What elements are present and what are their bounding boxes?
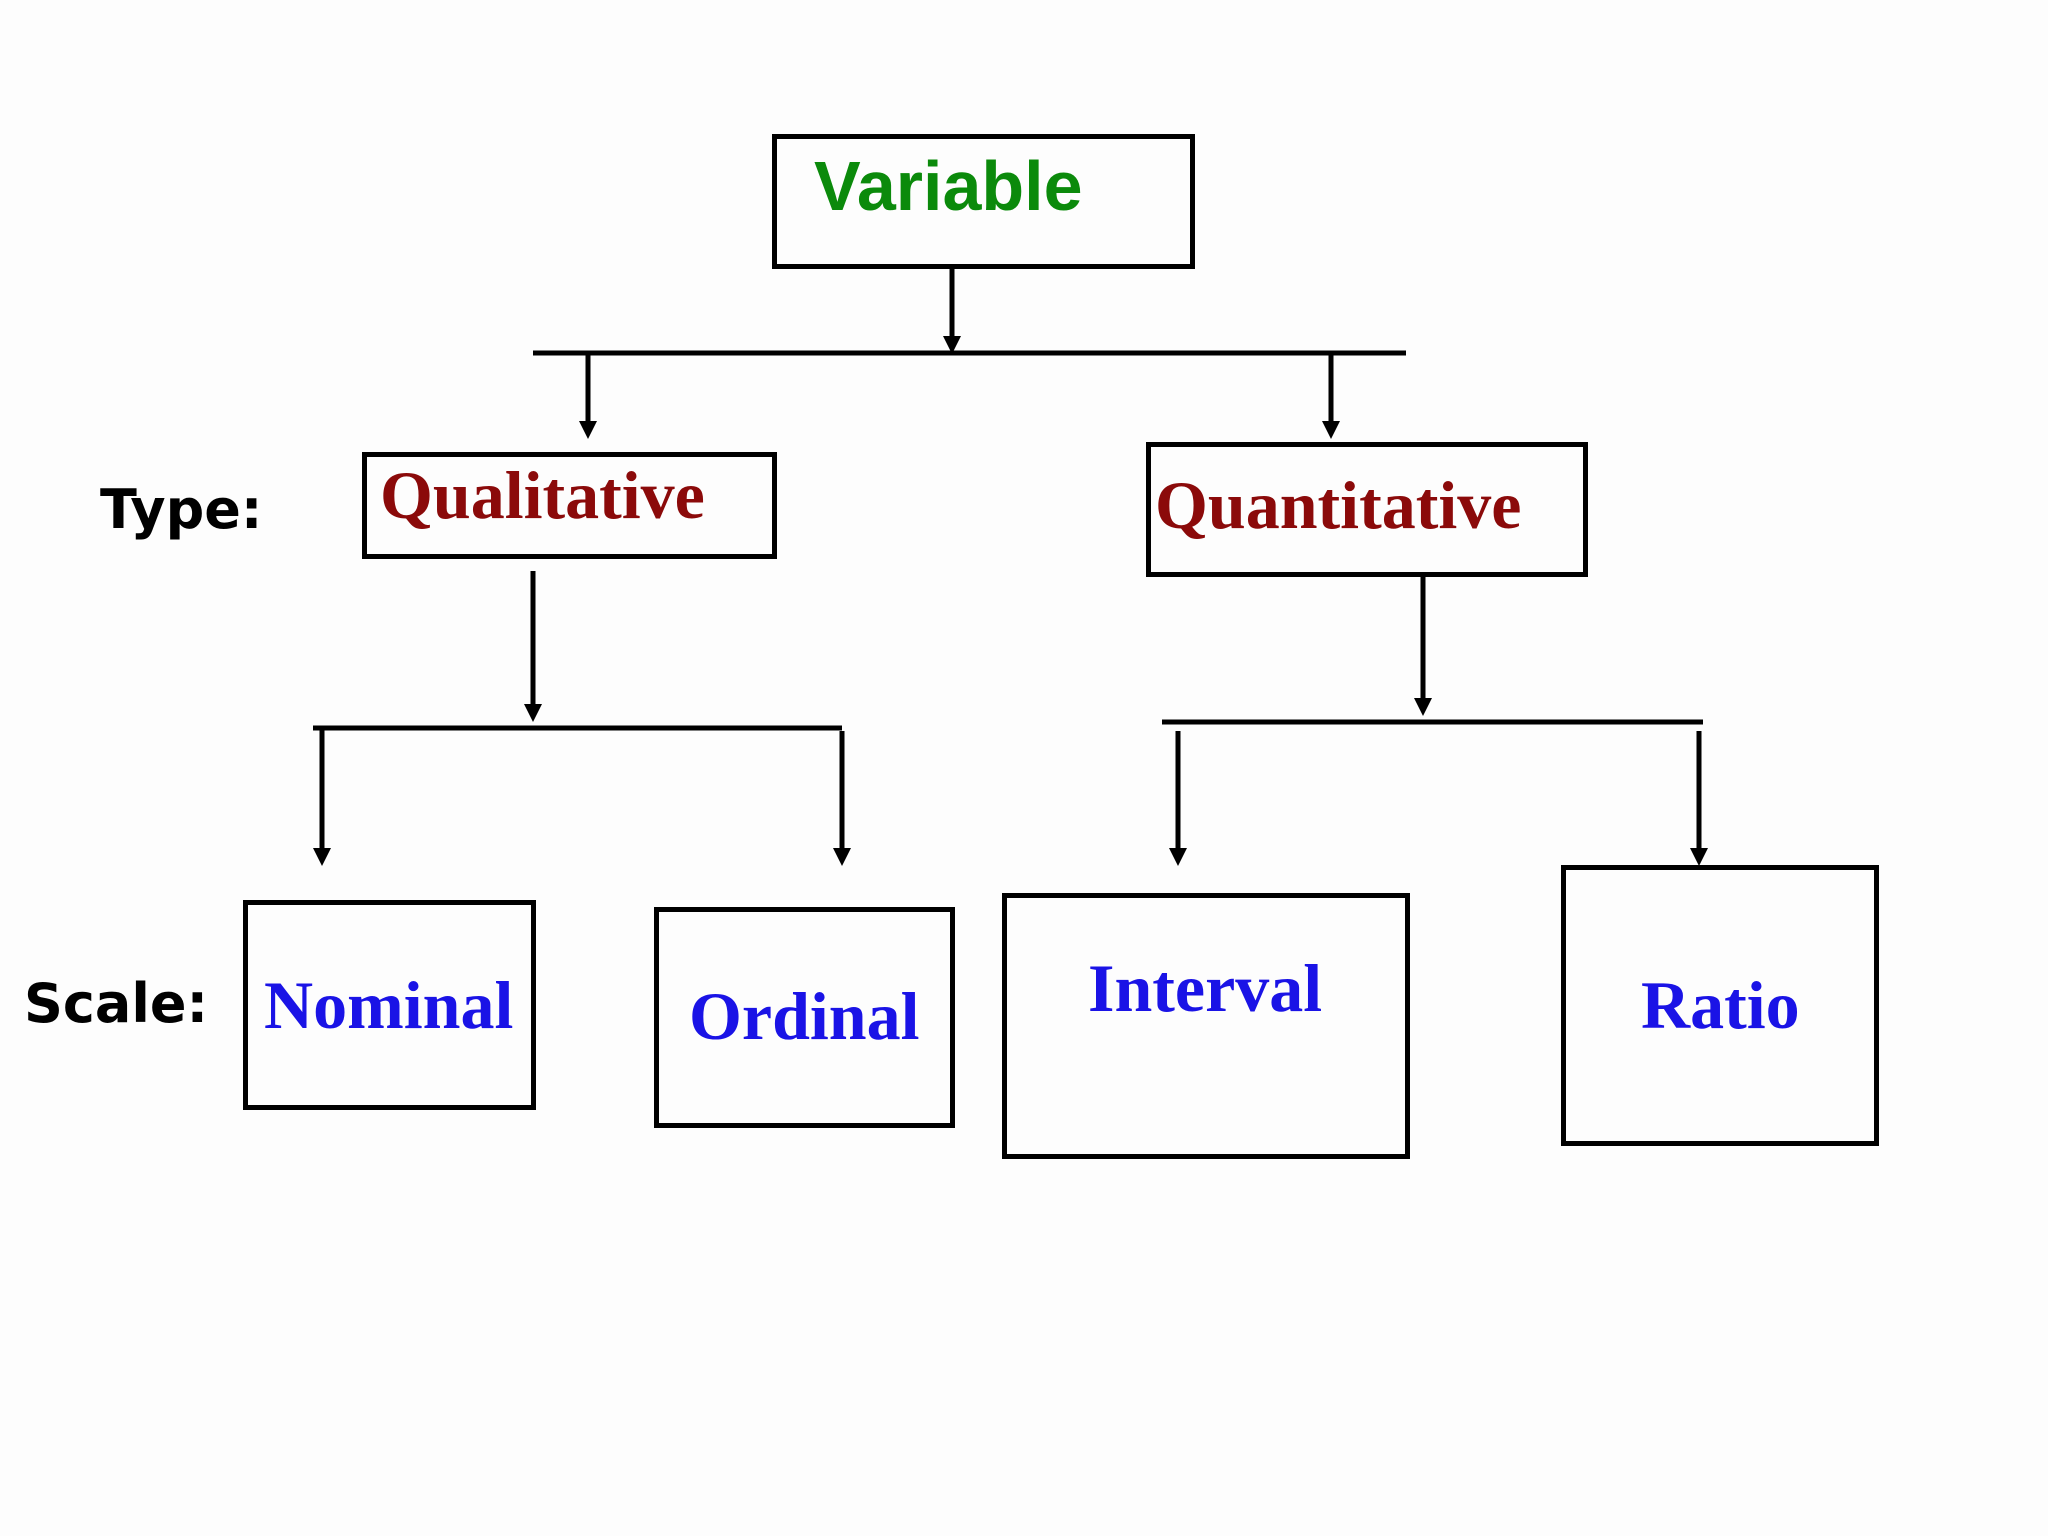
variable-box	[772, 134, 1195, 269]
arrowhead-nominal	[313, 848, 331, 866]
nominal-label: Nominal	[264, 967, 514, 1043]
qualitative-box	[362, 452, 777, 559]
arrowhead-quantitative-down	[1414, 698, 1432, 716]
scale-row-label: Scale:	[24, 972, 209, 1035]
interval-label: Interval	[1088, 950, 1323, 1026]
interval-box	[1002, 893, 1410, 1159]
arrowhead-ordinal	[833, 848, 851, 866]
ratio-box	[1561, 865, 1879, 1146]
arrowhead-quantitative	[1322, 421, 1340, 439]
ordinal-box	[654, 907, 955, 1128]
arrowhead-ratio	[1690, 848, 1708, 866]
arrowhead-interval	[1169, 848, 1187, 866]
arrowhead-qualitative-down	[524, 704, 542, 722]
ratio-label: Ratio	[1641, 967, 1800, 1043]
quantitative-box	[1146, 442, 1588, 577]
quantitative-label: Quantitative	[1155, 467, 1522, 543]
variable-label: Variable	[814, 147, 1083, 225]
type-row-label: Type:	[100, 478, 263, 541]
ordinal-label: Ordinal	[689, 978, 920, 1054]
arrowhead-qualitative	[579, 421, 597, 439]
qualitative-label: Qualitative	[380, 457, 705, 533]
arrowhead-root	[943, 336, 961, 354]
nominal-box	[243, 900, 536, 1110]
